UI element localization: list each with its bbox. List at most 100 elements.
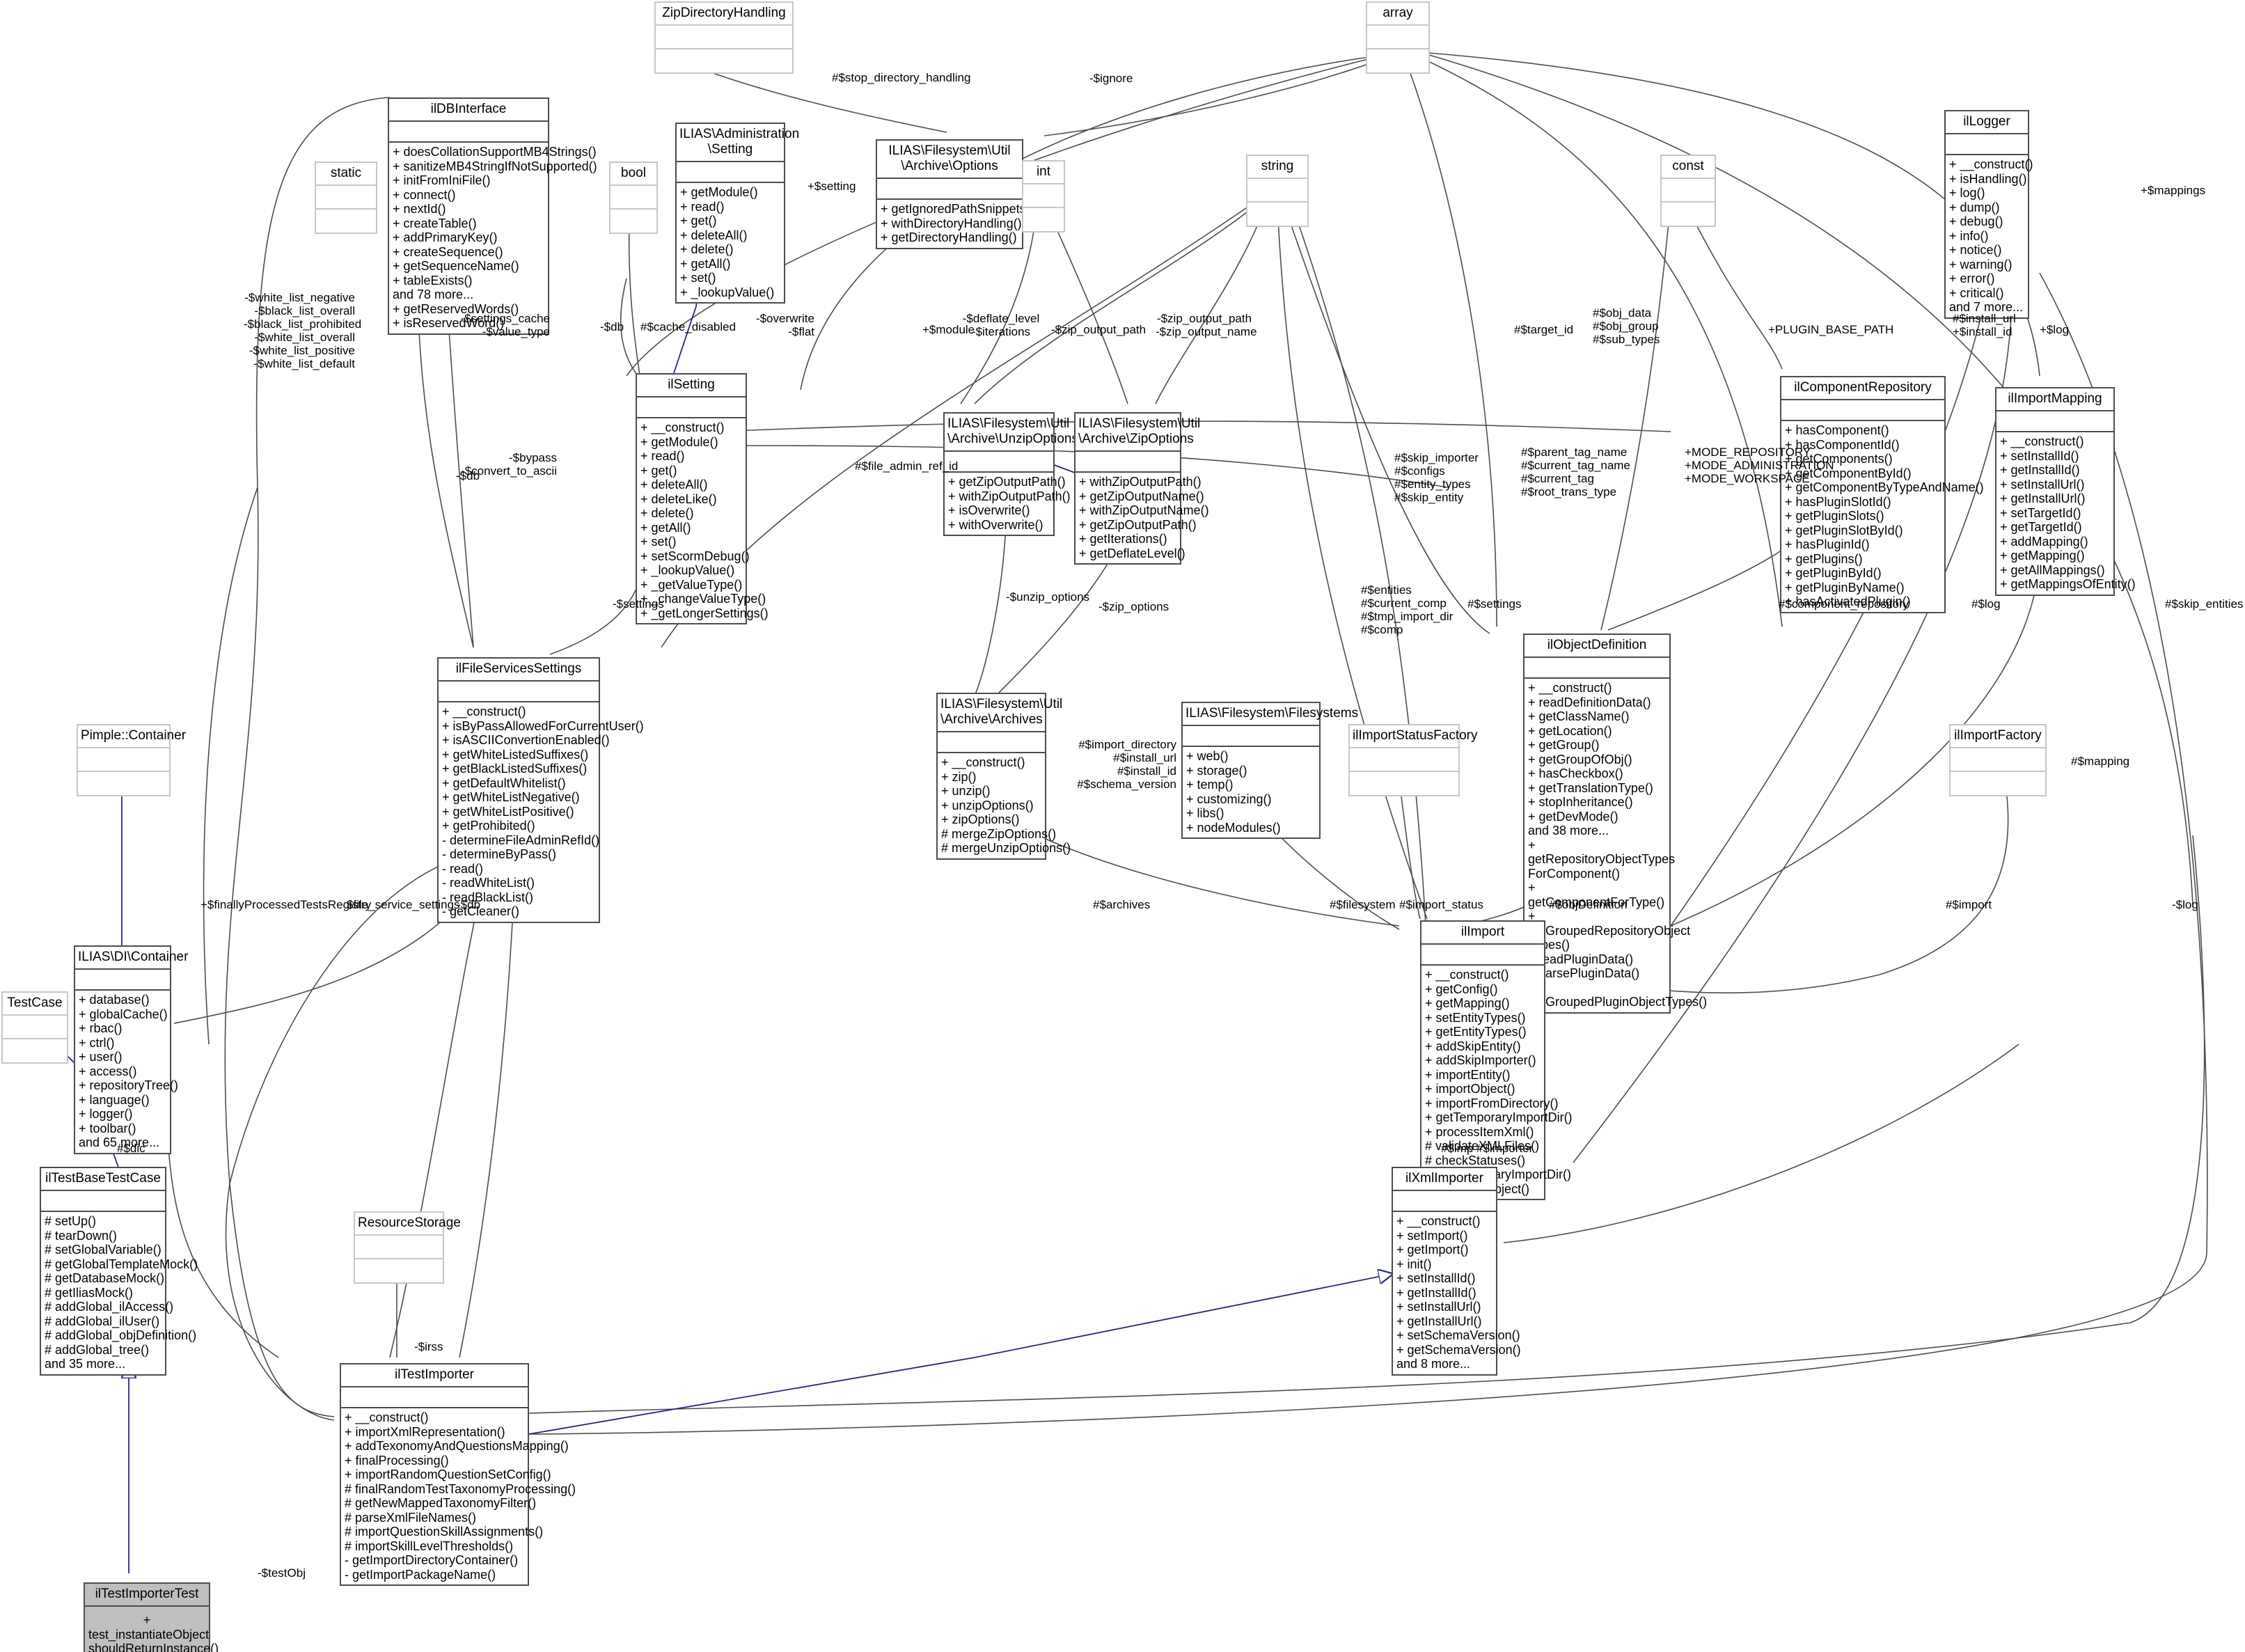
operation: + __construct() — [442, 705, 526, 718]
operation: + deleteAll() — [640, 478, 708, 491]
class-node-const[interactable]: const — [1660, 155, 1716, 227]
class-node-static[interactable]: static — [315, 162, 377, 234]
class-node-TestCase[interactable]: TestCase — [1, 991, 68, 1064]
class-operations: + __construct() + getConfig() + getMappi… — [1421, 966, 1573, 1199]
class-node-ilXmlImporter[interactable]: ilXmlImporter + __construct() + setImpor… — [1392, 1167, 1521, 1376]
class-node-PimpleContainer[interactable]: Pimple::Container — [77, 724, 186, 796]
operation: + nextId() — [393, 202, 446, 216]
class-title: ILIAS\Filesystem\Util \Archive\Archives — [938, 694, 1062, 732]
class-node-ilImportStatusFactory[interactable]: ilImportStatusFactory — [1348, 724, 1478, 796]
operation: + createSequence() — [393, 244, 503, 259]
class-node-ilComponentRepository[interactable]: ilComponentRepository + hasComponent() +… — [1780, 376, 1984, 613]
operation: + getWhiteListNegative() — [442, 790, 580, 804]
operation: + getZipOutputPath() — [948, 475, 1066, 489]
class-node-ilImportFactory[interactable]: ilImportFactory — [1949, 724, 2047, 796]
edge-label-mappings: +$mappings — [2141, 184, 2206, 197]
class-node-int[interactable]: int — [1022, 160, 1065, 233]
class-node-ilFileServicesSettings[interactable]: ilFileServicesSettings + __construct() +… — [437, 657, 644, 923]
edge-label-bypass: -$bypass -$convert_to_ascii — [461, 451, 557, 478]
operation: + withZipOutputPath() — [1079, 475, 1202, 489]
class-node-ILIAS-DI-Container[interactable]: ILIAS\DI\Container + database() + global… — [74, 945, 188, 1154]
operation: + critical() — [1949, 285, 2004, 300]
operation: + hasCheckbox() — [1528, 766, 1623, 780]
operation: # addGlobal_objDefinition() — [45, 1328, 197, 1342]
operation: # getGroupedPluginObjectTypes() — [1528, 981, 1708, 1009]
class-node-ilImport[interactable]: ilImport + __construct() + getConfig() +… — [1420, 920, 1573, 1200]
operation: + getTargetId() — [2000, 520, 2082, 534]
operation: + getIterations() — [1079, 532, 1167, 546]
class-node-ilTestImporterTest[interactable]: ilTestImporterTest + test_instantiateObj… — [84, 1582, 219, 1652]
operation: + getDevMode() — [1528, 809, 1618, 824]
edge-label-settings-hash: #$settings — [1467, 597, 1522, 611]
operation: + unzip() — [941, 784, 991, 798]
edge-label-unzip-options: -$unzip_options — [1006, 590, 1090, 604]
operation: + getProhibited() — [442, 819, 535, 833]
class-node-string[interactable]: string — [1246, 155, 1309, 227]
class-operations: + __construct() + isHandling() + log() +… — [1946, 155, 2033, 317]
class-node-ResourceStorage[interactable]: ResourceStorage — [354, 1211, 461, 1284]
class-operations — [1367, 49, 1428, 72]
operation: + info() — [1949, 228, 1989, 243]
operation: + importEntity() — [1425, 1067, 1511, 1082]
class-node-ZipOptions[interactable]: ILIAS\Filesystem\Util \Archive\ZipOption… — [1074, 412, 1209, 565]
class-attributes — [938, 732, 1045, 753]
class-node-Filesystems[interactable]: ILIAS\Filesystem\Filesystems + web() + s… — [1181, 702, 1358, 839]
class-node-bool[interactable]: bool — [609, 162, 658, 234]
class-title: ilXmlImporter — [1393, 1168, 1496, 1191]
class-node-Archives[interactable]: ILIAS\Filesystem\Util \Archive\Archives … — [936, 693, 1071, 860]
class-node-ilTestImporter[interactable]: ilTestImporter + __construct() + importX… — [340, 1363, 576, 1586]
class-node-ilLogger[interactable]: ilLogger + __construct() + isHandling() … — [1944, 110, 2033, 319]
operation: and 65 more... — [79, 1135, 160, 1149]
operation: + getPluginSlotById() — [1785, 523, 1903, 537]
class-node-ilTestBaseTestCase[interactable]: ilTestBaseTestCase # setUp() # tearDown(… — [40, 1167, 198, 1376]
class-node-ilObjectDefinition[interactable]: ilObjectDefinition + __construct() + rea… — [1523, 634, 1708, 1014]
class-operations: + __construct() + getModule() + read() +… — [637, 418, 769, 623]
edge-label-cache-disabled: #$cache_disabled — [640, 320, 736, 333]
class-title: ILIAS\Filesystem\Util \Archive\Options — [877, 141, 1022, 179]
class-node-ilSetting[interactable]: ilSetting + __construct() + getModule() … — [636, 373, 769, 624]
operation: + user() — [79, 1050, 123, 1064]
class-title: ILIAS\Administration \Setting — [677, 124, 799, 162]
class-node-ZipDirectoryHandling[interactable]: ZipDirectoryHandling — [654, 1, 794, 74]
operation: + setInstallUrl() — [2000, 477, 2085, 491]
operation: + finalProcessing() — [345, 1453, 449, 1468]
class-title: ilImportStatusFactory — [1350, 725, 1478, 748]
operation: + _getLongerSettings() — [640, 606, 769, 620]
edge-label-entities: #$entities #$current_comp #$tmp_import_d… — [1361, 583, 1454, 636]
edge-label-import-directory: #$import_directory #$install_url #$insta… — [1077, 738, 1176, 791]
operation: and 8 more... — [1396, 1357, 1471, 1371]
class-attributes — [1946, 134, 2028, 155]
operation: + getInstallUrl() — [1396, 1314, 1482, 1328]
class-node-ilDBInterface[interactable]: ilDBInterface + doesCollationSupportMB4S… — [388, 97, 597, 335]
operation: + notice() — [1949, 243, 2002, 257]
class-operations: + __construct() + setImport() + getImpor… — [1393, 1212, 1521, 1374]
operation: + getDeflateLevel() — [1079, 546, 1185, 560]
edge-label-test-obj: -$testObj — [258, 1566, 306, 1580]
edge-label-plugin-base-path: +PLUGIN_BASE_PATH — [1768, 323, 1894, 336]
operation: + importFromDirectory() — [1425, 1096, 1559, 1110]
operation: + deleteLike() — [640, 491, 717, 506]
operation: + getRepositoryObjectTypes ForComponent(… — [1528, 837, 1676, 881]
operation: + sanitizeMB4StringIfNotSupported() — [393, 159, 597, 173]
class-operations — [316, 210, 376, 233]
class-node-ILIAS-Administration-Setting[interactable]: ILIAS\Administration \Setting + getModul… — [675, 123, 799, 304]
class-node-ArchiveOptions[interactable]: ILIAS\Filesystem\Util \Archive\Options +… — [876, 139, 1034, 249]
edge-label-filesystem: #$filesystem — [1330, 898, 1396, 911]
operation: + withZipOutputPath() — [948, 489, 1071, 503]
class-node-UnzipOptions[interactable]: ILIAS\Filesystem\Util \Archive\UnzipOpti… — [943, 412, 1078, 536]
operation: + getAllMappings() — [2000, 563, 2105, 577]
operation: + getSchemaVersion() — [1396, 1342, 1521, 1357]
operation: + __construct() — [2000, 434, 2084, 448]
edge-label-obj-definition: #$objDefinition — [1549, 898, 1628, 911]
operation: # readPluginData() — [1528, 952, 1634, 966]
operation: # parsePluginData() — [1528, 966, 1640, 980]
class-attributes — [3, 1016, 67, 1039]
operation: + getEntityTypes() — [1425, 1025, 1527, 1039]
edge-label-file-service-settings: $file_service_settings — [347, 898, 460, 911]
operation: + log() — [1949, 186, 1985, 200]
class-node-array[interactable]: array — [1366, 1, 1430, 74]
operation: + getConfig() — [1425, 982, 1498, 996]
class-node-ilImportMapping[interactable]: ilImportMapping + __construct() + setIns… — [1995, 387, 2136, 596]
edge-label-archives: #$archives — [1093, 898, 1151, 911]
operation: + addSkipImporter() — [1425, 1053, 1536, 1067]
